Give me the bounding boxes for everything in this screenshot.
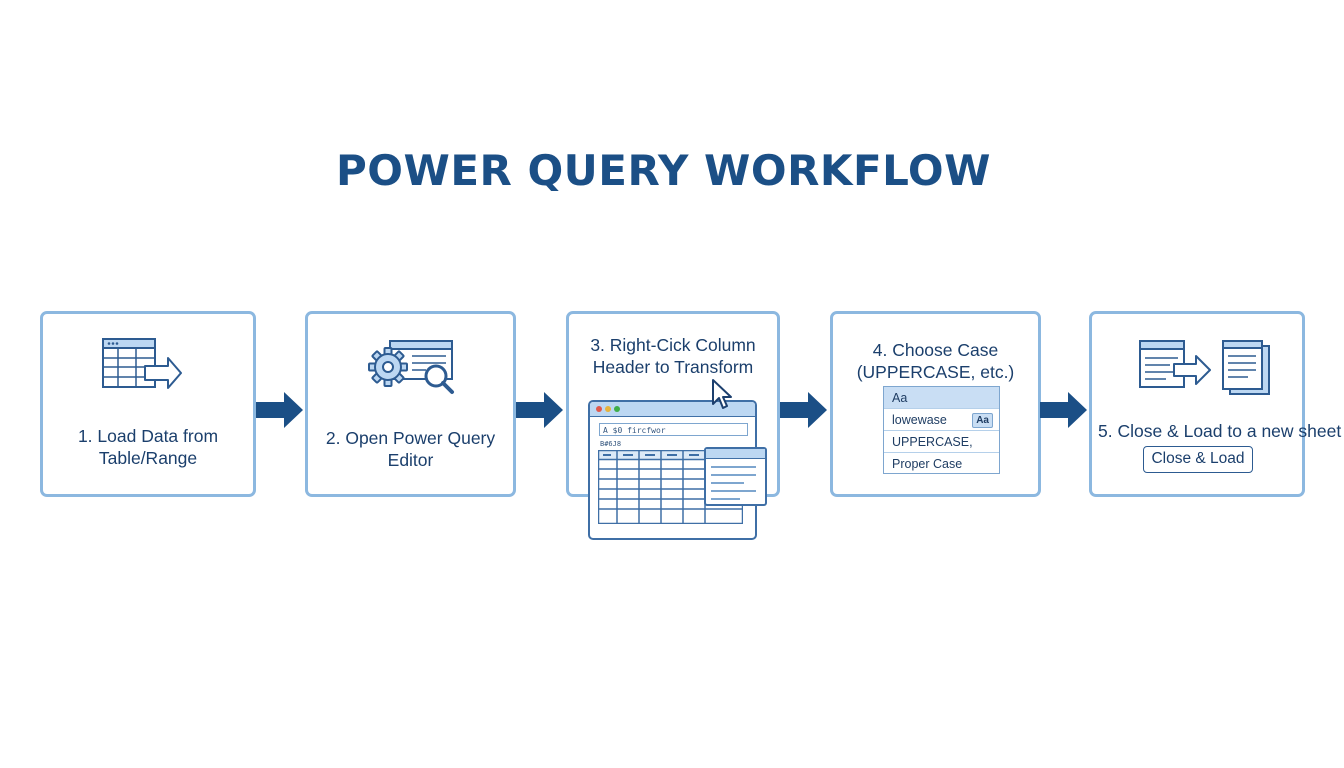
step-5-label: 5. Close & Load to a new sheet <box>1098 421 1342 441</box>
editor-title-bar <box>590 402 755 417</box>
diagram-title: POWER QUERY WORKFLOW <box>336 146 991 195</box>
case-chip: Aa <box>972 413 993 428</box>
table-export-icon <box>102 338 182 389</box>
minimize-dot-icon <box>605 406 611 412</box>
step-2-label: 2. Open Power Query Editor <box>325 428 496 470</box>
case-option-lowercase[interactable]: lowewase Aa <box>884 409 999 431</box>
flow-arrow-3 <box>780 392 827 428</box>
column-ref: B#6J8 <box>600 440 622 448</box>
case-options-list: Aa lowewase Aa UPPERCASE, Proper Case <box>883 386 1000 474</box>
gear-search-icon <box>368 340 454 394</box>
step-3-label: 3. Right-Cick Column Header to Transform <box>590 335 756 377</box>
step-1-label: 1. Load Data from Table/Range <box>77 426 219 468</box>
case-option-lowercase-label: lowewase <box>892 413 947 427</box>
context-menu-popup <box>704 447 767 506</box>
flow-arrow-2 <box>516 392 563 428</box>
menu-lines <box>711 466 756 500</box>
flow-arrow-4 <box>1040 392 1087 428</box>
popup-title-bar <box>706 449 765 459</box>
close-and-load-button[interactable]: Close & Load <box>1143 446 1253 473</box>
formula-bar[interactable]: A $0 fircfwor <box>599 423 748 436</box>
close-dot-icon <box>596 406 602 412</box>
cursor-icon <box>712 379 732 409</box>
document-export-icon <box>1139 340 1270 395</box>
maximize-dot-icon <box>614 406 620 412</box>
step-4-label: 4. Choose Case (UPPERCASE, etc.) <box>856 340 1015 382</box>
flow-arrow-1 <box>256 392 303 428</box>
case-option-proper[interactable]: Proper Case <box>892 457 963 471</box>
case-option-aa[interactable]: Aa <box>884 387 999 409</box>
case-option-uppercase[interactable]: UPPERCASE, <box>884 431 999 453</box>
